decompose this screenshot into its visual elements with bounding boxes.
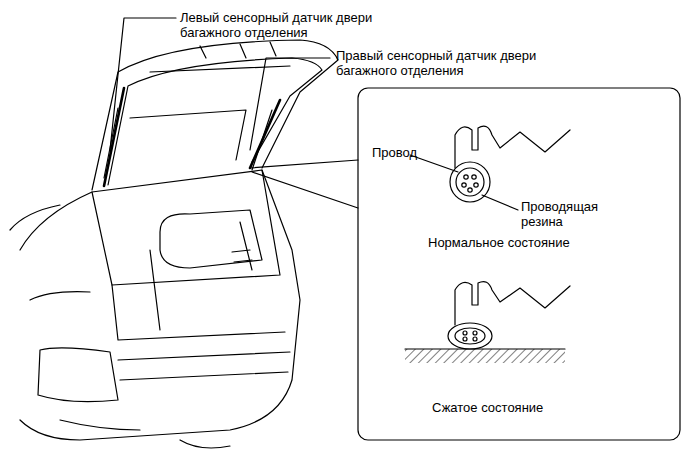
tailgate bbox=[92, 40, 338, 190]
part-label: Провод bbox=[372, 145, 452, 160]
state-caption: Нормальное состояние bbox=[428, 235, 628, 250]
sensor-normal bbox=[410, 126, 570, 210]
leader-line bbox=[250, 58, 330, 150]
leader-line bbox=[110, 18, 176, 150]
state-caption: Сжатое состояние bbox=[432, 400, 632, 415]
part-label: Правый сенсорный датчик двери багажного … bbox=[336, 48, 546, 78]
leader-line bbox=[410, 155, 458, 172]
sensor-compressed bbox=[405, 282, 570, 363]
car-body bbox=[10, 170, 300, 448]
part-label: Левый сенсорный датчик двери багажного о… bbox=[180, 10, 380, 40]
zoom-line bbox=[250, 160, 358, 208]
right-sensor bbox=[250, 100, 280, 168]
left-sensor bbox=[104, 88, 124, 186]
part-label: Проводящая резина bbox=[521, 199, 613, 229]
leader-line bbox=[482, 195, 518, 210]
inset-frame bbox=[358, 88, 680, 440]
